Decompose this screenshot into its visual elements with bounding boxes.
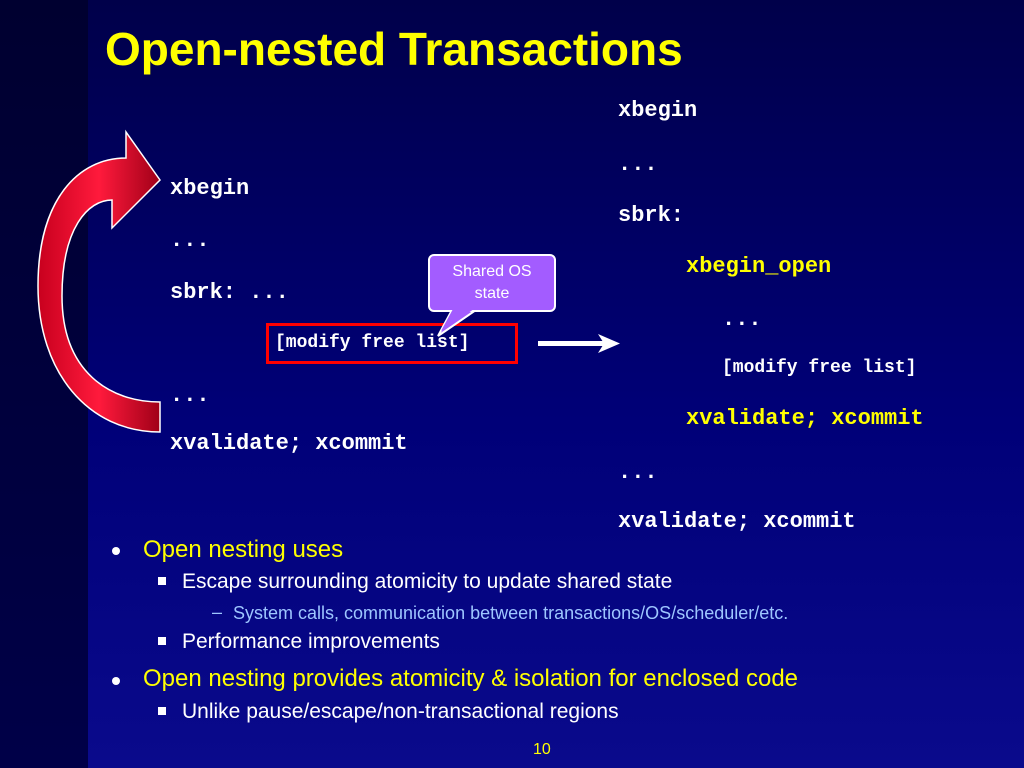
page-number: 10 (533, 741, 551, 758)
left-code-modify: [modify free list] (275, 333, 470, 353)
right-arrow-icon (538, 334, 620, 353)
right-code-xbegin-open: xbegin_open (686, 254, 832, 279)
right-code-commit: xvalidate; xcommit (618, 509, 856, 534)
left-code-commit: xvalidate; xcommit (170, 431, 408, 456)
shared-os-state-callout: Shared OS state (428, 254, 556, 312)
bullet-dot (112, 547, 120, 555)
left-code-xbegin: xbegin (170, 176, 250, 201)
bullet-performance: Performance improvements (182, 630, 440, 653)
right-code-dots-1: ... (618, 152, 658, 177)
right-code-inner-commit: xvalidate; xcommit (686, 406, 924, 431)
bullet-open-nesting-uses: Open nesting uses (143, 536, 344, 563)
bullet-dash: – (212, 602, 223, 622)
bullet-square (158, 577, 166, 585)
callout-line-1: Shared OS (452, 263, 532, 280)
left-code-dots-2: ... (170, 383, 210, 408)
bullet-escape-atomicity: Escape surrounding atomicity to update s… (182, 570, 673, 593)
bullet-dot (112, 677, 120, 685)
slide-title: Open-nested Transactions (105, 23, 683, 75)
right-code-modify: [modify free list] (722, 358, 917, 378)
callout-line-2: state (474, 285, 510, 302)
left-code-sbrk: sbrk: ... (170, 280, 289, 305)
right-code-xbegin: xbegin (618, 98, 698, 123)
left-code-dots-1: ... (170, 228, 210, 253)
right-code-dots-2: ... (618, 460, 658, 485)
bullet-square (158, 707, 166, 715)
bullet-system-calls: System calls, communication between tran… (233, 603, 789, 623)
right-code-dots-inner: ... (722, 307, 762, 332)
bullet-square (158, 637, 166, 645)
modify-free-list-highlight-box (266, 323, 518, 364)
bullet-unlike-pause: Unlike pause/escape/non-transactional re… (182, 700, 619, 723)
right-code-sbrk: sbrk: (618, 203, 685, 228)
bullet-atomicity-isolation: Open nesting provides atomicity & isolat… (143, 665, 799, 692)
